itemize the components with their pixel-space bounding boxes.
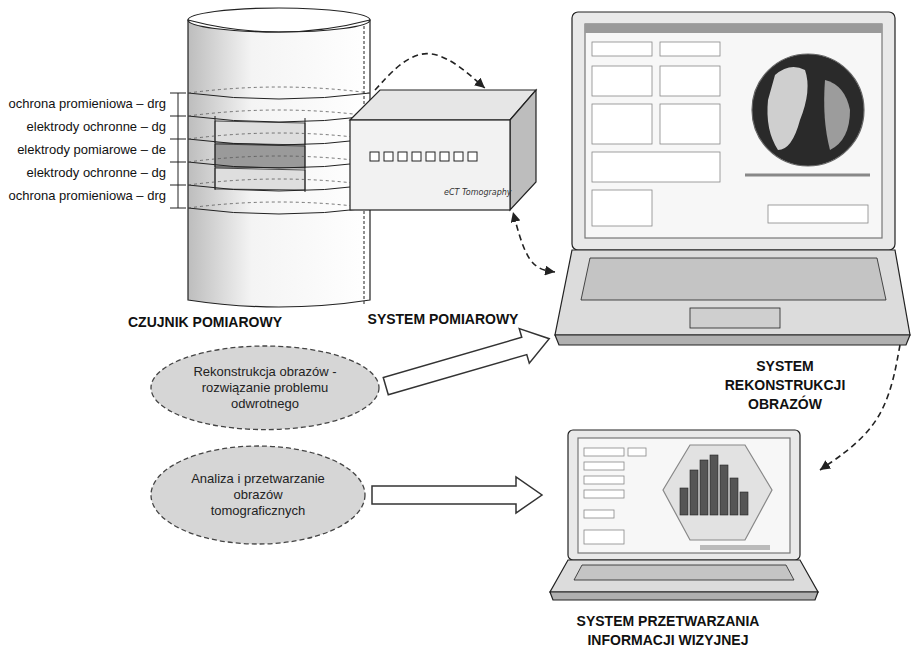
process-text: Analiza i przetwarzanie obrazów tomograf… <box>188 471 328 519</box>
electrode-label: ochrona promieniowa – drg <box>8 96 166 112</box>
dashed-connector <box>820 345 900 470</box>
process-text: Rekonstrukcja obrazów - rozwiązanie prob… <box>190 364 340 412</box>
device-label: eCT Tomography <box>444 188 514 197</box>
system-caption: CZUJNIK POMIAROWY <box>90 313 320 332</box>
ellipse-shape <box>151 446 365 544</box>
sensor: CZUJNIK POMIAROWY <box>185 5 375 305</box>
system-caption: SYSTEM REKONSTRUKCJI OBRAZÓW <box>715 357 855 414</box>
system-caption: SYSTEM POMIAROWY <box>338 310 548 329</box>
electrode-label: ochrona promieniowa – drg <box>8 188 166 204</box>
measurement-system: eCT TomographySYSTEM POMIAROWY <box>348 88 538 212</box>
process-ellipse: Analiza i przetwarzanie obrazów tomograf… <box>150 445 366 545</box>
reconstruction-system: SYSTEM REKONSTRUKCJI OBRAZÓW <box>555 10 910 345</box>
laptop-processing <box>550 430 818 600</box>
electrode-label: elektrody ochronne – dg <box>27 165 166 181</box>
electrode-label: elektrody ochronne – dg <box>27 119 166 135</box>
dashed-connector <box>513 212 555 272</box>
process-ellipse: Rekonstrukcja obrazów - rozwiązanie prob… <box>150 345 380 431</box>
block-arrow <box>372 477 542 513</box>
system-caption: SYSTEM PRZETWARZANIA INFORMACJI WIZYJNEJ <box>548 612 788 650</box>
block-arrow <box>383 329 549 395</box>
vision-processing-system: SYSTEM PRZETWARZANIA INFORMACJI WIZYJNEJ <box>548 430 820 600</box>
ellipse-shape <box>151 346 379 430</box>
sensor-cylinder <box>170 8 370 307</box>
electrode-label: elektrody pomiarowe – de <box>17 142 166 158</box>
laptop-reconstruction <box>555 12 910 345</box>
dashed-connector <box>375 54 485 90</box>
measurement-device <box>350 90 536 210</box>
